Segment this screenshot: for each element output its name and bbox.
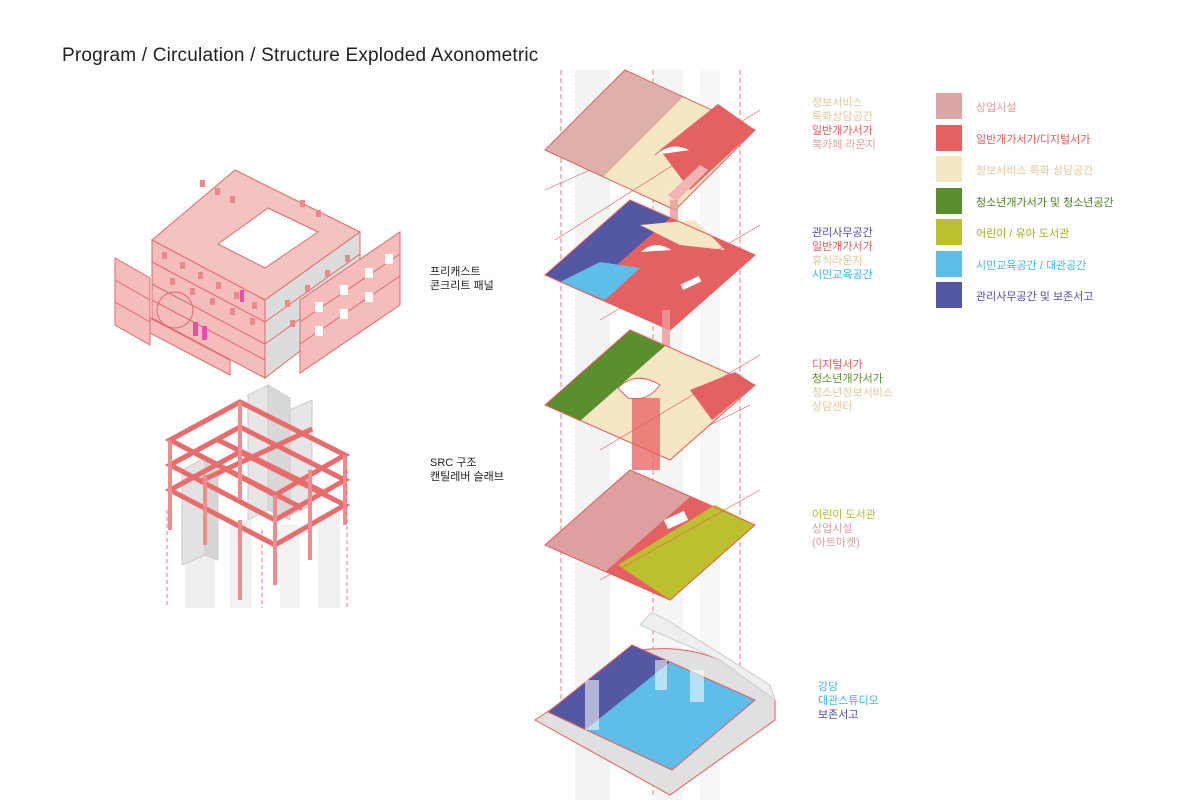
floor-label-line: 휴식라운지 (812, 255, 863, 267)
legend-label: 시민교육공간 / 대관공간 (976, 259, 1087, 272)
floor-label-line: 강당 (818, 681, 839, 693)
legend-label: 어린이 / 유아 도서관 (976, 228, 1070, 240)
facade-label-line: 프리캐스트 (430, 266, 481, 278)
floor-label-line: 상업시설 (812, 523, 853, 535)
floor-label-line: 청소년개가서가 (812, 373, 883, 385)
floor-label-line: (아트마켓) (812, 537, 860, 549)
src-structure-frame (164, 384, 351, 608)
legend-label: 청소년개가서가 및 청소년공간 (976, 196, 1114, 209)
floor-1 (534, 611, 776, 796)
floor-label-line: 청소년정보서비스 (812, 387, 893, 399)
floor-label-line: 관리사무공간 (812, 227, 873, 239)
legend-swatch (936, 93, 962, 119)
legend-label: 일반개가서가/디지털서가 (976, 133, 1091, 146)
structure-label: SRC 구조 캔틸레버 슬래브 (430, 456, 504, 484)
structure-label-line: 캔틸레버 슬래브 (430, 471, 504, 483)
legend-label: 상업시설 (976, 102, 1017, 114)
floor-label-line: 상담센터 (812, 401, 853, 413)
floor-3 (544, 329, 756, 461)
exploded-floor-stack (534, 69, 776, 800)
floor-label-line: 특화상담공간 (812, 111, 873, 123)
floor-label-line: 디지털서가 (812, 359, 863, 371)
floor-label-line: 시민교육공간 (812, 269, 873, 281)
floor-label-line: 북카페 라운지 (812, 139, 876, 151)
legend-item: 청소년개가서가 및 청소년공간 (936, 187, 1176, 214)
legend-item: 관리사무공간 및 보존서고 (936, 282, 1176, 308)
diagram-title: Program / Circulation / Structure Explod… (62, 45, 539, 66)
legend-swatch (936, 250, 962, 277)
facade-label-line: 콘크리트 패널 (430, 280, 494, 292)
legend-item: 어린이 / 유아 도서관 (936, 219, 1176, 245)
floor-label-line: 일반개가서가 (812, 125, 873, 137)
floor-label-line: 대관스튜디오 (818, 695, 879, 707)
legend-item: 정보서비스 특화 상담공간 (936, 156, 1176, 182)
floor-label-line: 정보서비스 (812, 97, 863, 109)
legend-swatch (936, 282, 962, 308)
precast-facade-building (114, 169, 401, 380)
facade-label: 프리캐스트 콘크리트 패널 (430, 265, 494, 293)
floor-label-line: 일반개가서가 (812, 241, 873, 253)
legend-item: 상업시설 (936, 93, 1176, 119)
structure-label-line: SRC 구조 (430, 457, 477, 469)
legend-swatch (936, 219, 962, 245)
floor-label-line: 어린이 도서관 (812, 509, 876, 521)
legend-item: 일반개가서가/디지털서가 (936, 124, 1176, 151)
legend-swatch (936, 187, 962, 214)
legend-label: 관리사무공간 및 보존서고 (976, 291, 1094, 303)
legend-swatch (936, 156, 962, 182)
legend-item: 시민교육공간 / 대관공간 (936, 250, 1176, 277)
floor-2 (544, 469, 756, 601)
floor-4 (544, 199, 756, 331)
floor-label-line: 보존서고 (818, 709, 859, 721)
legend-swatch (936, 124, 962, 151)
legend-label: 정보서비스 특화 상담공간 (976, 165, 1094, 177)
